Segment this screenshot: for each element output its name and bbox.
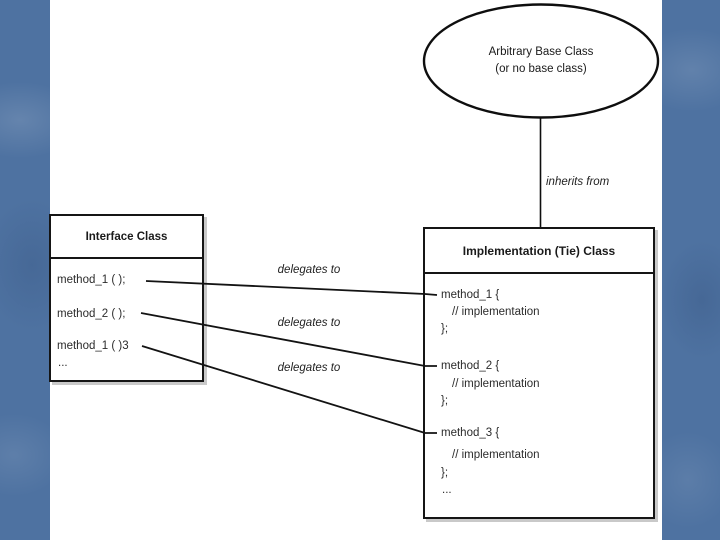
implementation-class-title: Implementation (Tie) Class (425, 229, 653, 274)
base-class-label-line1: Arbitrary Base Class (488, 46, 594, 58)
interface-method-3: method_1 ( )3 (57, 340, 129, 352)
impl-line-method1-close: }; (441, 323, 449, 335)
implementation-class-box: Implementation (Tie) Class (423, 227, 655, 519)
interface-ellipsis: ... (58, 357, 68, 369)
impl-line-method1-open: method_1 { (441, 289, 500, 301)
impl-line-method3-comment: // implementation (452, 449, 540, 461)
delegate-line-3 (141, 345, 437, 434)
delegates-to-label-2: delegates to (277, 317, 341, 329)
inherits-from-label: inherits from (546, 176, 610, 188)
impl-line-method3-close: }; (441, 467, 449, 479)
delegates-to-label-3: delegates to (277, 362, 341, 374)
impl-line-method3-open: method_3 { (441, 427, 500, 439)
impl-line-method1-comment: // implementation (452, 306, 540, 318)
interface-class-title: Interface Class (51, 216, 202, 259)
delegate-line-1 (145, 280, 438, 296)
interface-class-box: Interface Class (49, 214, 204, 382)
base-class-label-line2: (or no base class) (495, 63, 587, 75)
delegate-line-2 (140, 312, 437, 367)
interface-method-2: method_2 ( ); (57, 308, 126, 320)
impl-ellipsis: ... (442, 484, 452, 496)
impl-line-method2-open: method_2 { (441, 360, 500, 372)
impl-line-method2-close: }; (441, 395, 449, 407)
impl-line-method2-comment: // implementation (452, 378, 540, 390)
delegates-to-label-1: delegates to (277, 264, 341, 276)
interface-method-1: method_1 ( ); (57, 274, 126, 286)
base-class-label: Arbitrary Base Class (or no base class) (423, 44, 659, 78)
